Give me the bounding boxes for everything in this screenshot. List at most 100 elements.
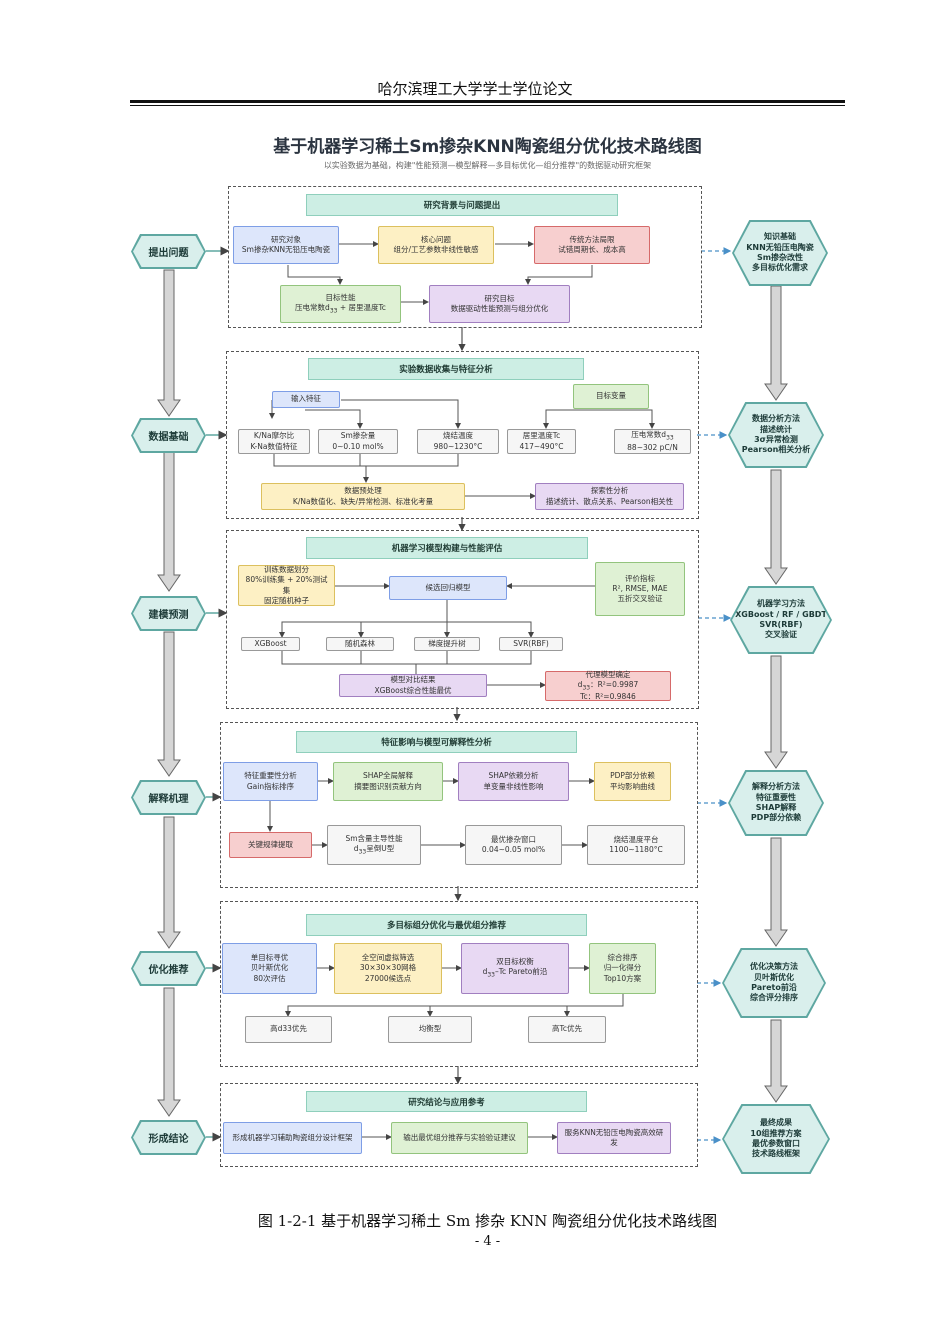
box-line: 数据驱动性能预测与组分优化 [450,304,549,313]
section-header: 特征影响与模型可解释性分析 [296,731,577,753]
method-line: 多目标优化需求 [752,263,808,273]
text-part: ：R²=0.9987 [590,679,639,689]
step-label: 解释机理 [133,782,204,813]
figure-caption: 图 1-2-1 基于机器学习稀土 Sm 掺杂 KNN 陶瓷组分优化技术路线图 [257,1212,718,1230]
high-d33-box: 高d33优先 [245,1016,332,1043]
diagram-subtitle: 以实验数据为基础，构建"性能预测—模型解释—多目标优化—组分推荐"的数据驱动研究… [323,161,652,170]
box-line: 80%训练集 + 20%测试集 [245,575,328,595]
shap-dependence-box: SHAP依赖分析单变量非线性影响 [458,762,569,801]
method-line: KNN无铅压电陶瓷 [746,242,814,252]
box-line: 27000候选点 [364,973,412,983]
box-line: 烧结温度 [443,431,473,441]
method-line: 3σ异常检测 [754,435,798,444]
box-line: 单变量非线性影响 [483,781,544,791]
box-line: 全空间虚拟筛选 [361,953,415,963]
box-line: 评价指标 [625,573,655,583]
box-line: 研究对象 [271,234,301,244]
model-svr-box: SVR(RBF) [499,637,563,651]
box-line: K/Na数值化、缺失/异常检测、标准化考量 [292,496,434,506]
box-line: 五折交叉验证 [617,594,663,604]
box-line: 88~302 pC/N [627,442,678,452]
box-line: 固定随机种子 [264,595,309,605]
box-line: 研究目标 [484,293,515,303]
box-line: 烧结温度平台 [613,834,659,844]
box-line: 描述统计、散点关系、Pearson相关性 [545,496,674,506]
box-line: 传统方法局限 [569,234,615,244]
subscript: 33 [329,307,338,315]
key-rules-box: 关键规律提取 [229,832,312,858]
box-line: 最优掺杂窗口 [491,834,536,844]
method-line: 最终成果 [760,1118,792,1128]
box-line: 归一化得分 [603,963,642,973]
traditional-limit-box: 传统方法局限试错周期长、成本高 [534,226,650,264]
box-line: Top10方案 [603,973,642,983]
box-line: PDP部分依赖 [610,771,655,781]
candidate-models-box: 候选回归模型 [389,576,507,600]
box-line: 0.04~0.05 mol% [481,845,546,854]
method-line: 解释分析方法 [752,782,800,792]
method-line: Pareto前沿 [751,983,797,992]
box-line: 探索性分析 [590,486,629,496]
box-line: 30×30×30网格 [359,963,417,973]
header-rule-thick [130,100,845,103]
box-line: 数据预处理 [344,486,382,496]
section-header: 研究结论与应用参考 [306,1091,587,1112]
box-line: SHAP全局解释 [362,771,414,781]
method-line: 机器学习方法 [757,599,805,609]
page-number: - 4 - [474,1234,501,1249]
box-line: 核心问题 [421,234,451,244]
method-line: 10组推荐方案 [750,1128,802,1138]
pdp-box: PDP部分依赖平均影响曲线 [594,762,671,801]
section-background [226,351,699,519]
target-performance-box: 目标性能压电常数d33 + 居里温度Tc [280,285,401,323]
text-part: d [353,843,359,853]
box-line: SHAP依赖分析 [488,771,539,781]
step-label: 优化推荐 [133,953,204,984]
eda-box: 探索性分析描述统计、散点关系、Pearson相关性 [535,483,684,510]
box-line: 平均影响曲线 [610,781,655,791]
box-line: Sm含量主导性能 [345,833,403,843]
box-line: 模型对比结果 [390,675,436,685]
input-features-box: 输入特征 [272,391,340,408]
box-line: 417~490°C [519,441,564,451]
method-line: 数据分析方法 [752,414,800,424]
text-part: 压电常数d [631,430,667,440]
box-line: 综合排序 [607,953,638,963]
section-header: 研究背景与问题提出 [306,194,618,216]
text-part: –Tc Pareto前沿 [494,967,548,977]
method-line: SHAP解释 [755,803,797,812]
box-line: 980~1230°C [433,441,483,451]
section-background [226,530,699,709]
method-line: PDP部分依赖 [750,813,802,823]
step-hex-2: 数据基础 [131,418,206,453]
section-background [228,186,702,328]
box-line: 试错周期长、成本高 [558,245,626,254]
method-line: 知识基础 [764,232,796,242]
research-goal-box: 研究目标数据驱动性能预测与组分优化 [429,285,570,323]
section-header: 实验数据收集与特征分析 [308,358,584,380]
section-header: 机器学习模型构建与性能评估 [306,537,588,559]
method-line: Pearson相关分析 [741,445,811,455]
box-line: K-Na数值特征 [250,441,298,451]
box-line: Tc：R²=0.9846 [580,692,636,702]
model-xgboost-box: XGBoost [241,637,300,651]
box-line: 训练数据划分 [264,565,309,575]
box-line: d33呈倒U型 [354,844,394,857]
model-gbdt-box: 梯度提升树 [414,637,480,651]
balanced-box: 均衡型 [388,1016,472,1043]
step-label: 提出问题 [133,236,204,267]
